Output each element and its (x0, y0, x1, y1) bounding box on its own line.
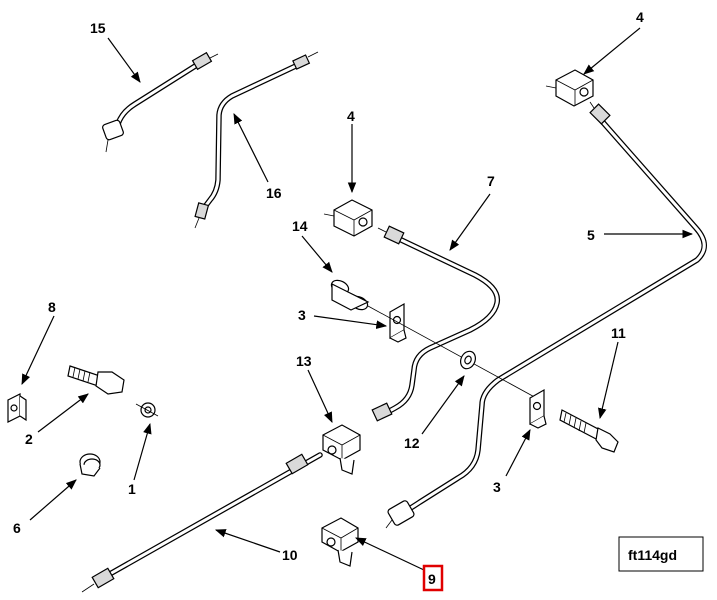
drawing-code-box (618, 536, 704, 572)
callout-14: 14 (292, 218, 308, 234)
tube-16 (194, 51, 319, 229)
clip-3-lower (529, 388, 547, 429)
elbow-fitting-9 (321, 517, 359, 567)
bolt-11 (559, 409, 619, 453)
callout-2: 2 (25, 431, 33, 447)
callout-5: 5 (587, 227, 595, 243)
drawing-code: ft114gd (628, 547, 677, 563)
clip-3-upper (389, 302, 407, 343)
callout-7: 7 (487, 173, 495, 189)
tee-fitting-4-right (545, 69, 594, 107)
callout-4-center: 4 (347, 108, 355, 124)
clip-8 (7, 393, 27, 423)
tube-5 (385, 101, 707, 529)
elbow-fitting-13 (322, 424, 361, 475)
tube-15 (102, 51, 219, 153)
washer-1 (135, 402, 159, 418)
callout-12: 12 (404, 435, 420, 451)
callout-3-upper: 3 (298, 307, 306, 323)
plug-6 (79, 453, 101, 477)
washer-12 (460, 350, 476, 370)
tube-10 (81, 452, 323, 593)
callout-1: 1 (128, 481, 136, 497)
callout-9: 9 (428, 571, 436, 587)
bolt-2 (67, 365, 125, 395)
callout-11: 11 (611, 325, 626, 341)
callout-8: 8 (48, 299, 56, 315)
callout-10: 10 (282, 547, 298, 563)
callout-4-right: 4 (636, 9, 644, 25)
callout-15: 15 (90, 20, 106, 36)
leader-lines (21, 27, 694, 571)
callout-9-highlight-box (422, 564, 444, 592)
spacer-14 (330, 279, 370, 311)
callout-16: 16 (266, 185, 282, 201)
tube-7 (371, 225, 501, 422)
callout-3-lower: 3 (493, 479, 501, 495)
tee-fitting-4-center (323, 199, 373, 237)
callout-13: 13 (296, 353, 312, 369)
callout-6: 6 (13, 520, 21, 536)
